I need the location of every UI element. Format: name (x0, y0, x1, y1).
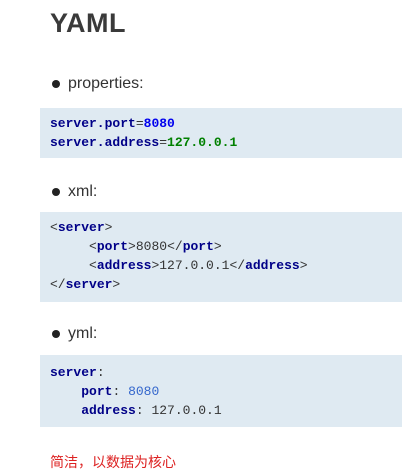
code-punct: : (112, 384, 121, 399)
code-tag: server (57, 220, 105, 235)
code-key: server (50, 365, 97, 380)
code-value: 127.0.0.1 (167, 135, 238, 150)
code-punct: > (213, 239, 222, 254)
code-line: <address>127.0.0.1</address> (50, 256, 402, 275)
code-value: 127.0.0.1 (151, 403, 222, 418)
code-line: address: 127.0.0.1 (50, 401, 402, 420)
code-punct: > (299, 258, 308, 273)
bullet-dot-icon (52, 80, 60, 88)
code-punct: > (151, 258, 160, 273)
code-line: server.address=127.0.0.1 (50, 133, 402, 152)
page-title: YAML (50, 8, 127, 38)
code-line: </server> (50, 275, 402, 294)
code-value: 8080 (135, 239, 168, 254)
bullet-dot-icon (52, 330, 60, 338)
code-key: address (81, 403, 136, 418)
code-tag: server (65, 277, 113, 292)
code-line: server: (50, 363, 402, 382)
code-punct: > (128, 239, 136, 254)
code-value: 127.0.0.1 (159, 258, 230, 273)
bullet-yml: yml: (52, 325, 97, 343)
bullet-dot-icon (52, 188, 60, 196)
bullet-label-yml: yml: (68, 325, 98, 342)
code-punct: < (89, 239, 97, 254)
code-punct: < (89, 258, 97, 273)
yml-code-block: server: port: 8080 address: 127.0.0.1 (40, 355, 402, 427)
code-line: port: 8080 (50, 382, 402, 401)
summary-note: 简洁，以数据为核心 (50, 455, 176, 471)
code-punct: : (135, 403, 144, 418)
code-punct: </ (50, 277, 66, 292)
code-punct: > (112, 277, 121, 292)
code-equals: = (135, 116, 144, 131)
code-punct: < (50, 220, 58, 235)
code-value: 8080 (128, 384, 160, 399)
properties-code-block: server.port=8080 server.address=127.0.0.… (40, 108, 402, 158)
code-punct: : (96, 365, 105, 380)
code-key: server.address (50, 135, 160, 150)
code-punct: </ (167, 239, 183, 254)
code-tag: port (182, 239, 214, 254)
code-equals: = (159, 135, 168, 150)
code-value: 8080 (143, 116, 175, 131)
code-key: server.port (50, 116, 136, 131)
code-tag: address (96, 258, 152, 273)
bullet-label-properties: properties: (68, 75, 144, 92)
code-key: port (81, 384, 113, 399)
code-tag: port (96, 239, 129, 254)
bullet-properties: properties: (52, 75, 144, 93)
bullet-xml: xml: (52, 183, 97, 201)
code-punct: > (104, 220, 113, 235)
code-line: server.port=8080 (50, 114, 402, 133)
bullet-label-xml: xml: (68, 183, 98, 200)
xml-code-block: <server> <port>8080</port> <address>127.… (40, 212, 402, 302)
code-line: <port>8080</port> (50, 237, 402, 256)
code-tag: address (245, 258, 300, 273)
code-line: <server> (50, 218, 402, 237)
code-punct: </ (229, 258, 246, 273)
